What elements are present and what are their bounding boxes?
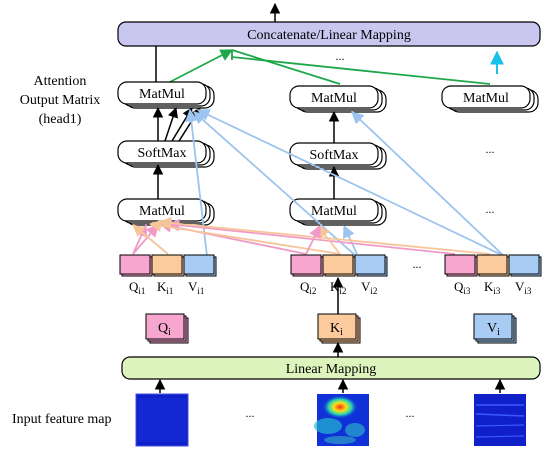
svg-text:Qi: Qi xyxy=(158,321,171,338)
head2-matmul-bottom: MatMul xyxy=(289,198,387,226)
qkv-block-head3 xyxy=(444,254,542,277)
qkv-labels: Qi1 Ki1 Vi1 Qi2 Ki2 Vi2 Qi3 Ki3 Vi3 xyxy=(129,279,532,296)
head3-matmul-top: MatMul xyxy=(441,85,539,113)
ellipsis-qkv: ... xyxy=(413,257,422,271)
svg-text:Qi1: Qi1 xyxy=(129,279,145,296)
svg-text:MatMul: MatMul xyxy=(139,204,185,219)
svg-text:MatMul: MatMul xyxy=(463,91,509,106)
input-feature-map-label: Input feature map xyxy=(12,412,112,427)
svg-text:Qi2: Qi2 xyxy=(300,279,316,296)
svg-text:Qi3: Qi3 xyxy=(454,279,471,296)
qk-arrows-head1 xyxy=(132,216,491,255)
svg-text:Vi: Vi xyxy=(487,321,500,338)
ellipsis-feature-2: ... xyxy=(406,406,415,420)
svg-text:MatMul: MatMul xyxy=(311,91,357,106)
green-output-arrows xyxy=(165,49,491,85)
ki-block: Ki xyxy=(317,313,361,344)
ellipsis-head3-softmax: ... xyxy=(486,142,495,156)
ellipsis-head3-matmul: ... xyxy=(486,202,495,216)
svg-text:MatMul: MatMul xyxy=(311,204,357,219)
concatenate-label: Concatenate/Linear Mapping xyxy=(247,28,411,43)
feature-map-3 xyxy=(474,394,526,446)
ellipsis-top: ... xyxy=(336,49,345,63)
head1-matmul-bottom: MatMul xyxy=(117,198,215,226)
linear-mapping-label: Linear Mapping xyxy=(286,362,377,377)
head1-matmul-top: MatMul xyxy=(117,81,215,109)
svg-text:MatMul: MatMul xyxy=(139,87,185,102)
qkv-block-head2 xyxy=(290,254,388,277)
svg-text:SoftMax: SoftMax xyxy=(138,146,187,161)
svg-text:Ki3: Ki3 xyxy=(484,279,501,296)
ellipsis-feature-1: ... xyxy=(246,406,255,420)
feature-map-1 xyxy=(135,393,189,447)
head1-softmax: SoftMax xyxy=(117,140,215,168)
svg-text:Vi2: Vi2 xyxy=(361,279,377,296)
side-label-line-3: (head1) xyxy=(38,112,82,127)
head2-matmul-top: MatMul xyxy=(289,85,387,113)
svg-text:Vi3: Vi3 xyxy=(515,279,532,296)
side-label-line-1: Attention xyxy=(33,74,87,89)
linear-mapping-bar xyxy=(121,356,541,380)
qi-block: Qi xyxy=(145,313,189,344)
svg-text:Ki1: Ki1 xyxy=(157,279,173,296)
vi-block: Vi xyxy=(473,313,517,344)
blue-v-arrows xyxy=(185,108,505,257)
attention-output-label: Attention Output Matrix (head1) xyxy=(6,72,114,129)
qkv-block-head1 xyxy=(119,254,217,277)
feature-to-linear-arrows xyxy=(154,378,506,393)
svg-text:Vi1: Vi1 xyxy=(188,279,204,296)
svg-text:Ki: Ki xyxy=(330,321,343,338)
side-label-line-2: Output Matrix xyxy=(19,93,101,108)
head2-softmax: SoftMax xyxy=(289,142,387,170)
svg-text:SoftMax: SoftMax xyxy=(310,148,359,163)
concatenate-bar xyxy=(117,21,541,47)
feature-map-2 xyxy=(314,394,369,446)
